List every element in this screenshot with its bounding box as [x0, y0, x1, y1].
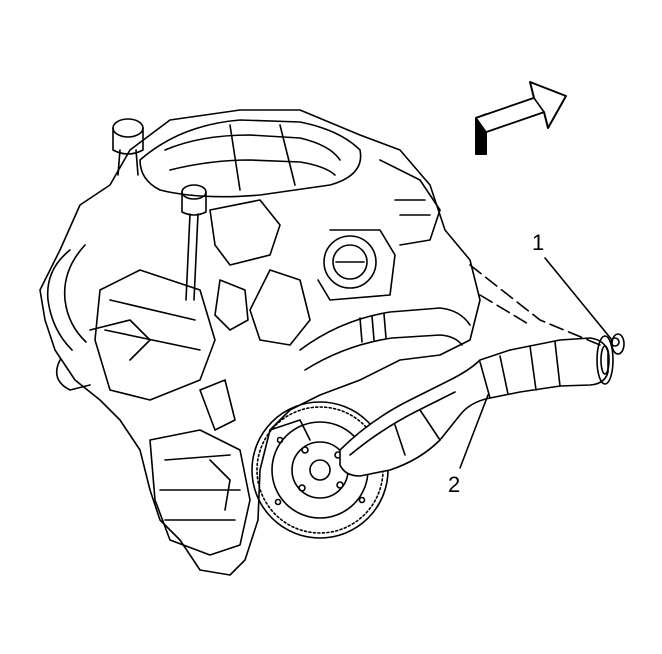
callout-number-1: 1	[532, 230, 545, 255]
leader-line-2	[459, 394, 489, 469]
alignment-dashed-line	[469, 264, 601, 346]
front-direction-arrow-icon	[475, 81, 567, 155]
exhaust-gasket	[611, 333, 625, 355]
callout-number-2: 2	[448, 472, 461, 497]
leader-line-1	[544, 257, 613, 341]
alignment-dashed-line-2	[479, 294, 531, 326]
engine-assembly	[39, 109, 481, 576]
exhaust-pipe-assembly	[339, 335, 620, 477]
